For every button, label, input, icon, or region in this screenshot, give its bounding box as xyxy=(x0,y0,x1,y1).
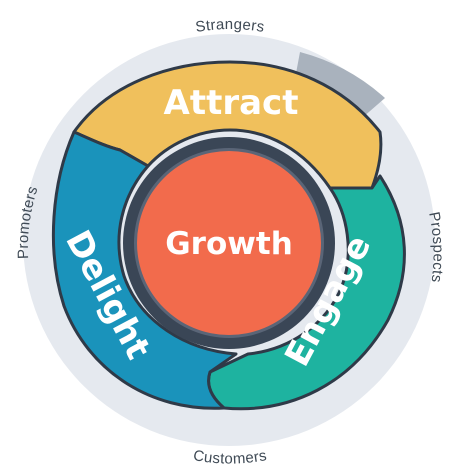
customers-label: Customers xyxy=(192,447,268,468)
hub-circle xyxy=(137,151,321,335)
growth-label: Growth xyxy=(165,226,293,262)
attract-label: Attract xyxy=(164,83,299,123)
attract-segment xyxy=(72,60,383,190)
strangers-label: Strangers xyxy=(194,16,266,36)
outer-ring-accent xyxy=(294,52,385,118)
prospects-label: Prospects xyxy=(425,210,446,283)
delight-segment xyxy=(51,130,238,410)
